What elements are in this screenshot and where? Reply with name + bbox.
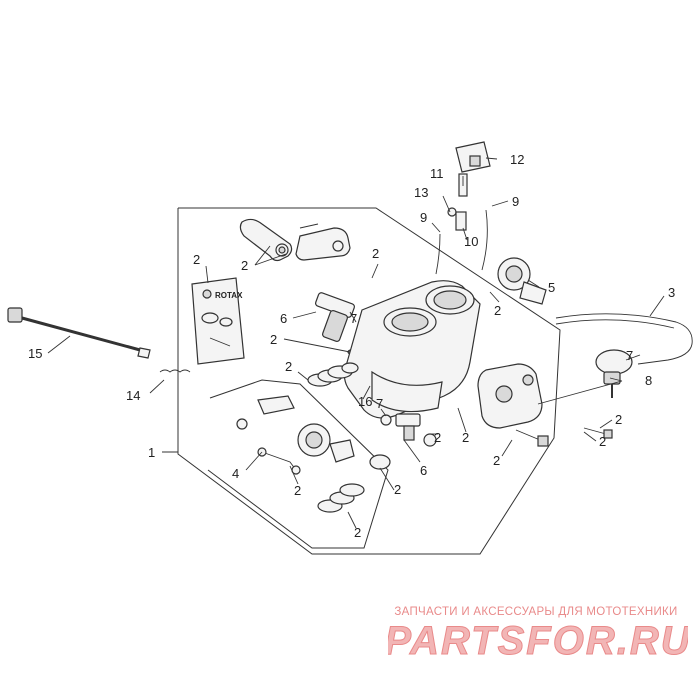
sensor-connector [435, 141, 491, 275]
callout-13: 13 [414, 185, 428, 200]
throttle-shaft-assembly [257, 395, 355, 475]
callout-3: 3 [668, 285, 675, 300]
position-sensor [497, 257, 547, 305]
callout-labels: 12 11 13 9 9 10 2 2 2 5 3 6 7 2 2 15 2 1… [28, 152, 675, 540]
callout-2: 2 [241, 258, 248, 273]
callout-2: 2 [493, 453, 500, 468]
callout-2: 2 [270, 332, 277, 347]
callout-4: 4 [232, 466, 239, 481]
callout-1: 1 [148, 445, 155, 460]
callout-6: 6 [280, 311, 287, 326]
callout-10: 10 [464, 234, 478, 249]
idle-control-block [477, 363, 543, 429]
callout-2: 2 [462, 430, 469, 445]
callout-2: 2 [394, 482, 401, 497]
callout-2: 2 [285, 359, 292, 374]
callout-2: 2 [193, 252, 200, 267]
leader-lines [47, 157, 665, 529]
throttle-cable [7, 307, 191, 373]
callout-9: 9 [512, 194, 519, 209]
callout-12: 12 [510, 152, 524, 167]
vacuum-hose [555, 313, 693, 365]
callout-2: 2 [599, 434, 606, 449]
screws [236, 418, 613, 447]
callout-2: 2 [354, 525, 361, 540]
callout-2: 2 [615, 412, 622, 427]
callout-11: 11 [430, 166, 444, 181]
callout-9: 9 [420, 210, 427, 225]
throttle-body [343, 280, 481, 419]
callout-7: 7 [626, 348, 633, 363]
kit-brand-label: ROTAX [215, 291, 243, 300]
callout-7: 7 [376, 396, 383, 411]
callout-2: 2 [372, 246, 379, 261]
callout-2: 2 [294, 483, 301, 498]
callout-5: 5 [548, 280, 555, 295]
callout-16: 16 [358, 394, 372, 409]
small-injector-lower [380, 413, 437, 447]
callout-7: 7 [350, 311, 357, 326]
assembly-frame [162, 207, 561, 555]
watermark-caption: ЗАПЧАСТИ И АКСЕССУАРЫ ДЛЯ МОТОТЕХНИКИ [394, 606, 678, 618]
callout-2: 2 [494, 303, 501, 318]
callout-2: 2 [434, 430, 441, 445]
gasket-kit-booklet: ROTAX [191, 277, 245, 365]
throttle-lever-part [239, 218, 351, 262]
watermark-logo-text: PARTSFOR.RU [388, 619, 688, 663]
callout-6: 6 [420, 463, 427, 478]
watermark-logo: PARTSFOR.RU [388, 619, 688, 664]
return-springs [307, 362, 391, 513]
callout-8: 8 [645, 373, 652, 388]
callout-15: 15 [28, 346, 42, 361]
callout-14: 14 [126, 388, 140, 403]
